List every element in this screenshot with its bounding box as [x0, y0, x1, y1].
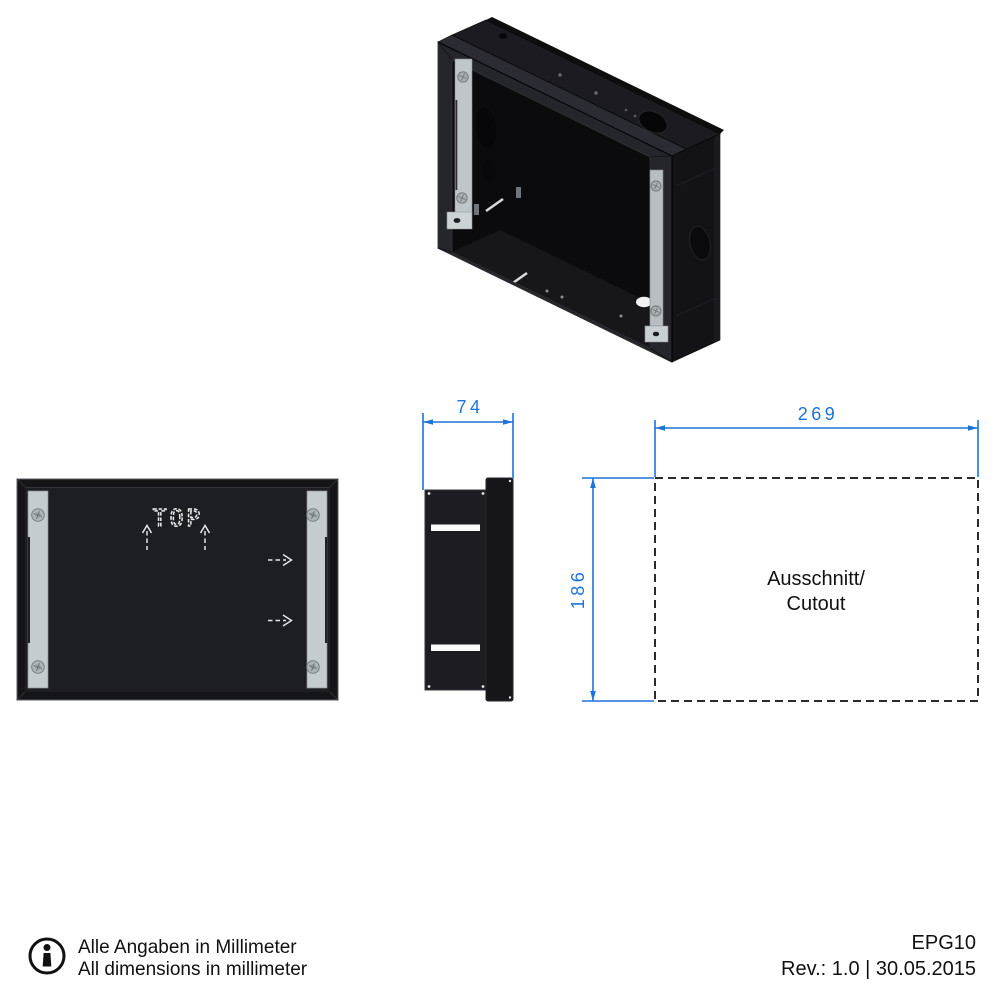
cutout-area: Ausschnitt/ Cutout [654, 477, 979, 702]
up-arrow-icon [141, 524, 153, 550]
front-rail-right [306, 490, 328, 689]
side-body [424, 489, 487, 691]
height-dimension-label: 186 [568, 569, 588, 610]
iso-floor-dot [619, 314, 623, 318]
side-slot-bottom [431, 644, 480, 651]
iso-view [437, 17, 724, 363]
side-corner-holes [427, 479, 512, 699]
iso-side-hole [689, 225, 711, 261]
cutout-label-line2: Cutout [787, 593, 846, 615]
up-arrow-icon [199, 524, 211, 550]
product-code: EPG10 [912, 932, 976, 954]
screw-icon [456, 192, 468, 204]
screw-icon [31, 660, 45, 674]
iso-interior [452, 108, 650, 348]
note-de: Alle Angaben in Millimeter [78, 937, 297, 958]
iso-mounting-rail-right [644, 169, 669, 343]
side-view [424, 477, 514, 702]
iso-floor [452, 230, 650, 348]
iso-top-hole [638, 110, 668, 134]
top-marker-label: TOP [153, 506, 204, 532]
width-dimension-label: 269 [798, 404, 839, 424]
iso-bracket-hole [475, 108, 497, 148]
screw-icon [306, 660, 320, 674]
iso-bracket-hole-2 [482, 159, 496, 181]
info-icon [28, 937, 66, 975]
dimension-width: 269 [654, 404, 979, 477]
footer: Alle Angaben in Millimeter All dimension… [28, 932, 976, 980]
screw-icon [650, 305, 662, 317]
screw-icon [306, 508, 320, 522]
iso-floor-dot [560, 295, 564, 299]
right-arrow-icon [268, 553, 293, 567]
right-arrow-icon [268, 614, 293, 627]
iso-mounting-rail-left [446, 58, 473, 230]
screw-icon [457, 71, 469, 83]
cutout-label-line1: Ausschnitt/ [767, 568, 865, 590]
iso-floor-hole [636, 296, 650, 308]
front-screws [31, 508, 320, 674]
front-miter-lines [16, 478, 339, 701]
dimension-height: 186 [568, 477, 654, 702]
iso-floor-dot [545, 289, 549, 293]
screw-icon [650, 180, 662, 192]
iso-flange-bottom-highlight [437, 247, 673, 363]
iso-standoff-2 [516, 187, 521, 198]
side-slot-top [431, 524, 480, 531]
screw-icon [31, 508, 45, 522]
note-en: All dimensions in millimeter [78, 959, 308, 980]
cutout-outline [654, 477, 979, 702]
iso-rear-lip [486, 17, 724, 134]
dimension-depth: 74 [422, 397, 514, 490]
iso-slot-highlight-1 [485, 197, 504, 213]
front-rail-left [27, 490, 49, 689]
front-view: TOP [16, 478, 339, 701]
iso-standoff-1 [474, 204, 479, 215]
iso-top-face-details [499, 33, 668, 134]
depth-dimension-label: 74 [456, 397, 483, 417]
iso-right-face-lip [714, 134, 720, 343]
front-face [25, 487, 330, 692]
revision-label: Rev.: 1.0 | 30.05.2015 [781, 958, 976, 980]
iso-miter-lines [437, 41, 673, 363]
iso-right-face-details [675, 167, 717, 317]
side-flange [485, 477, 514, 702]
